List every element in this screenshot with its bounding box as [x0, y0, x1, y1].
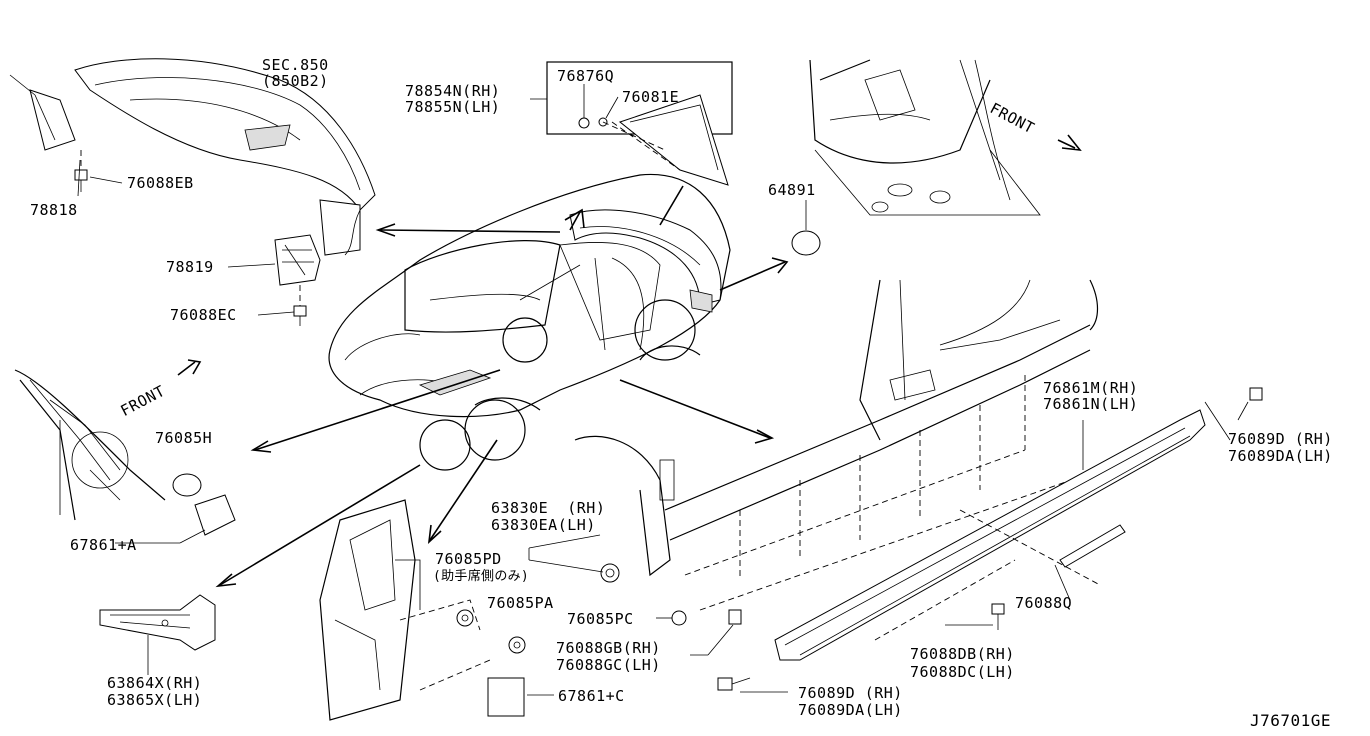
callout-arrows — [215, 185, 789, 588]
screw-76088DB — [991, 603, 1005, 630]
bracket-78819 — [274, 234, 321, 286]
label-78818: 78818 — [30, 201, 78, 219]
label-76088GC: 76088GC(LH) — [556, 656, 661, 674]
label-64891: 64891 — [768, 181, 816, 199]
label-76876Q: 76876Q — [557, 67, 615, 85]
label-76085PC: 76085PC — [567, 610, 634, 628]
grommet-63830E — [600, 563, 620, 583]
label-76861M: 76861M(RH) — [1043, 379, 1139, 397]
clip-76088GB — [728, 609, 742, 625]
plug-76085H — [172, 473, 202, 497]
side-sill-body — [574, 279, 1101, 611]
label-76089D-top: 76089D (RH) — [1228, 430, 1333, 448]
label-76085H: 76085H — [155, 429, 213, 447]
side-sill-cover-76861 — [774, 409, 1206, 661]
label-76089D-bottom: 76089D (RH) — [798, 684, 903, 702]
label-78819: 78819 — [166, 258, 214, 276]
front-arrow-left-icon — [177, 359, 202, 376]
strip-76088Q — [1059, 524, 1126, 568]
screw-76089D-bottom — [717, 677, 751, 691]
rear-bumper-fascia — [74, 58, 376, 256]
label-76861N: 76861N(LH) — [1043, 395, 1139, 413]
label-76081E: 76081E — [622, 88, 680, 106]
fender-protector-63864X — [99, 594, 216, 651]
screw-76088EB — [74, 150, 88, 192]
label-76088Q: 76088Q — [1015, 594, 1073, 612]
label-76085PD: 76085PD — [435, 550, 502, 568]
label-76085PD-note: (助手席側のみ) — [433, 569, 530, 584]
front-arrow-top-icon — [1057, 134, 1082, 152]
seal-67861A — [194, 494, 236, 536]
label-76089DA-top: 76089DA(LH) — [1228, 447, 1333, 465]
label-76088EC: 76088EC — [170, 306, 237, 324]
bracket-78818 — [9, 74, 76, 151]
label-sec850: SEC.850 — [262, 56, 329, 74]
label-63864X: 63864X(RH) — [107, 674, 203, 692]
label-76088GB: 76088GB(RH) — [556, 639, 661, 657]
label-63830EA: 63830EA(LH) — [491, 516, 596, 534]
screw-76089D-top — [1237, 387, 1263, 421]
seal-67861C — [487, 677, 525, 717]
label-78855N: 78855N(LH) — [405, 98, 501, 116]
clip-76085PC — [671, 610, 687, 626]
label-76088EB: 76088EB — [127, 174, 194, 192]
leader-lines — [77, 84, 1231, 696]
label-sec850-sub: (850B2) — [262, 72, 329, 90]
label-67861A: 67861+A — [70, 536, 137, 554]
label-78854N: 78854N(RH) — [405, 82, 501, 100]
vehicle-body — [328, 173, 731, 471]
floor-closeup — [809, 59, 1041, 216]
plug-64891 — [791, 200, 821, 256]
screw-76088EC — [293, 285, 307, 326]
label-63830E: 63830E (RH) — [491, 499, 606, 517]
label-76085PA: 76085PA — [487, 594, 554, 612]
label-76088DB: 76088DB(RH) — [910, 645, 1015, 663]
label-63865X: 63865X(LH) — [107, 691, 203, 709]
label-67861C: 67861+C — [558, 687, 625, 705]
diagram-id: J76701GE — [1250, 711, 1332, 730]
quarter-mud-flap — [578, 94, 729, 186]
label-76089DA-bottom: 76089DA(LH) — [798, 701, 903, 719]
rear-fender-molding — [569, 209, 722, 313]
label-76088DC: 76088DC(LH) — [910, 663, 1015, 681]
clips-76085P — [456, 609, 526, 654]
center-pillar-lower — [319, 499, 491, 721]
front-pillar-closeup — [14, 369, 166, 521]
